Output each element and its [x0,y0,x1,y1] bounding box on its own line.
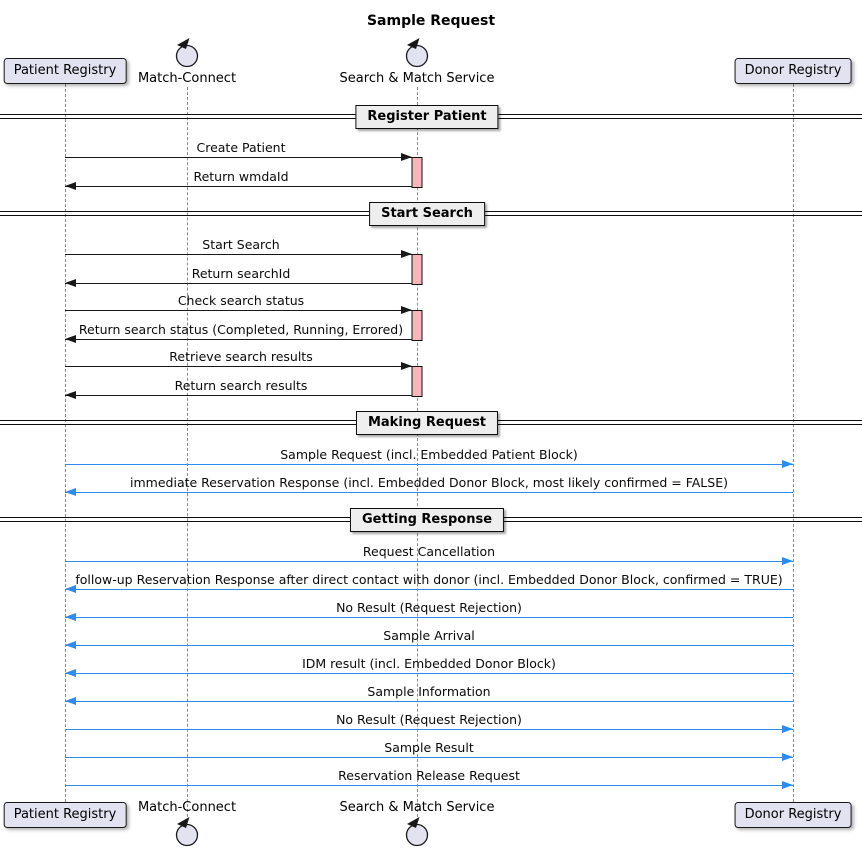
arrowhead-icon [65,182,76,190]
message-label: Request Cancellation [362,544,496,559]
divider-label: Getting Response [349,508,505,532]
message-label: Sample Information [367,684,491,699]
message-label: Return wmdaId [193,169,289,184]
participant-box-patient-registry: Patient Registry [3,802,127,828]
lifeline-search-match-service [417,87,418,817]
arrowhead-icon [65,613,76,621]
message-arrow-line [65,254,412,255]
divider-label: Making Request [355,411,499,435]
control-icon [173,817,201,847]
message-arrow-line [65,645,793,646]
message-label: Check search status [177,293,305,308]
message-label: Create Patient [196,140,286,155]
activation-bar [411,157,423,188]
message-arrow-line [65,785,793,786]
divider-label: Register Patient [355,105,499,129]
message-label: Return search results [174,378,308,393]
participant-box-patient-registry: Patient Registry [3,58,127,84]
arrowhead-icon [782,460,793,468]
control-icon-glyph [405,817,429,847]
message-label: Reservation Release Request [338,768,520,783]
message-arrow-line [65,366,412,367]
participant-label-search-match-service: Search & Match Service [339,71,495,86]
diagram-title: Sample Request [366,13,496,29]
arrowhead-icon [401,362,412,370]
message-label: Start Search [202,237,280,252]
message-label: Sample Request (incl. Embedded Patient B… [280,447,578,462]
participant-box-donor-registry: Donor Registry [734,802,852,828]
message-label: No Result (Request Rejection) [336,712,522,727]
message-arrow-line [65,492,793,493]
control-icon-glyph [405,38,429,68]
message-arrow-line [65,186,412,187]
control-icon [403,38,431,68]
message-label: No Result (Request Rejection) [336,600,522,615]
lifeline-patient-registry [65,84,66,802]
activation-bar [411,366,423,397]
arrowhead-icon [782,753,793,761]
message-arrow-line [65,673,793,674]
arrowhead-icon [65,279,76,287]
message-label: Retrieve search results [169,349,313,364]
participant-label-search-match-service: Search & Match Service [339,800,495,815]
control-icon-glyph [175,38,199,68]
lifeline-donor-registry [793,84,794,802]
control-icon [173,38,201,68]
message-arrow-line [65,283,412,284]
message-arrow-line [65,464,793,465]
lifeline-match-connect [187,87,188,817]
participant-label-match-connect: Match-Connect [137,71,237,86]
message-arrow-line [65,729,793,730]
message-arrow-line [65,617,793,618]
control-icon-glyph [175,817,199,847]
message-arrow-line [65,310,412,311]
message-arrow-line [65,701,793,702]
arrowhead-icon [401,250,412,258]
arrowhead-icon [782,781,793,789]
arrowhead-icon [65,641,76,649]
message-label: Return search status (Completed, Running… [78,322,404,337]
message-arrow-line [65,157,412,158]
arrowhead-icon [782,557,793,565]
message-label: IDM result (incl. Embedded Donor Block) [302,656,556,671]
divider-label: Start Search [369,202,485,226]
message-arrow-line [65,395,412,396]
activation-bar [411,254,423,285]
arrowhead-icon [65,669,76,677]
message-label: Sample Arrival [383,628,475,643]
message-arrow-line [65,561,793,562]
message-label: follow-up Reservation Response after dir… [75,572,783,587]
arrowhead-icon [782,725,793,733]
message-label: Sample Result [384,740,474,755]
activation-bar [411,310,423,341]
control-icon [403,817,431,847]
arrowhead-icon [65,335,76,343]
message-label: immediate Reservation Response (incl. Em… [130,475,728,490]
participant-label-match-connect: Match-Connect [137,800,237,815]
message-label: Return searchId [191,266,291,281]
arrowhead-icon [65,488,76,496]
arrowhead-icon [401,306,412,314]
arrowhead-icon [65,697,76,705]
message-arrow-line [65,757,793,758]
arrowhead-icon [401,153,412,161]
arrowhead-icon [65,391,76,399]
arrowhead-icon [65,585,76,593]
participant-box-donor-registry: Donor Registry [734,58,852,84]
message-arrow-line [65,589,793,590]
message-arrow-line [65,339,412,340]
